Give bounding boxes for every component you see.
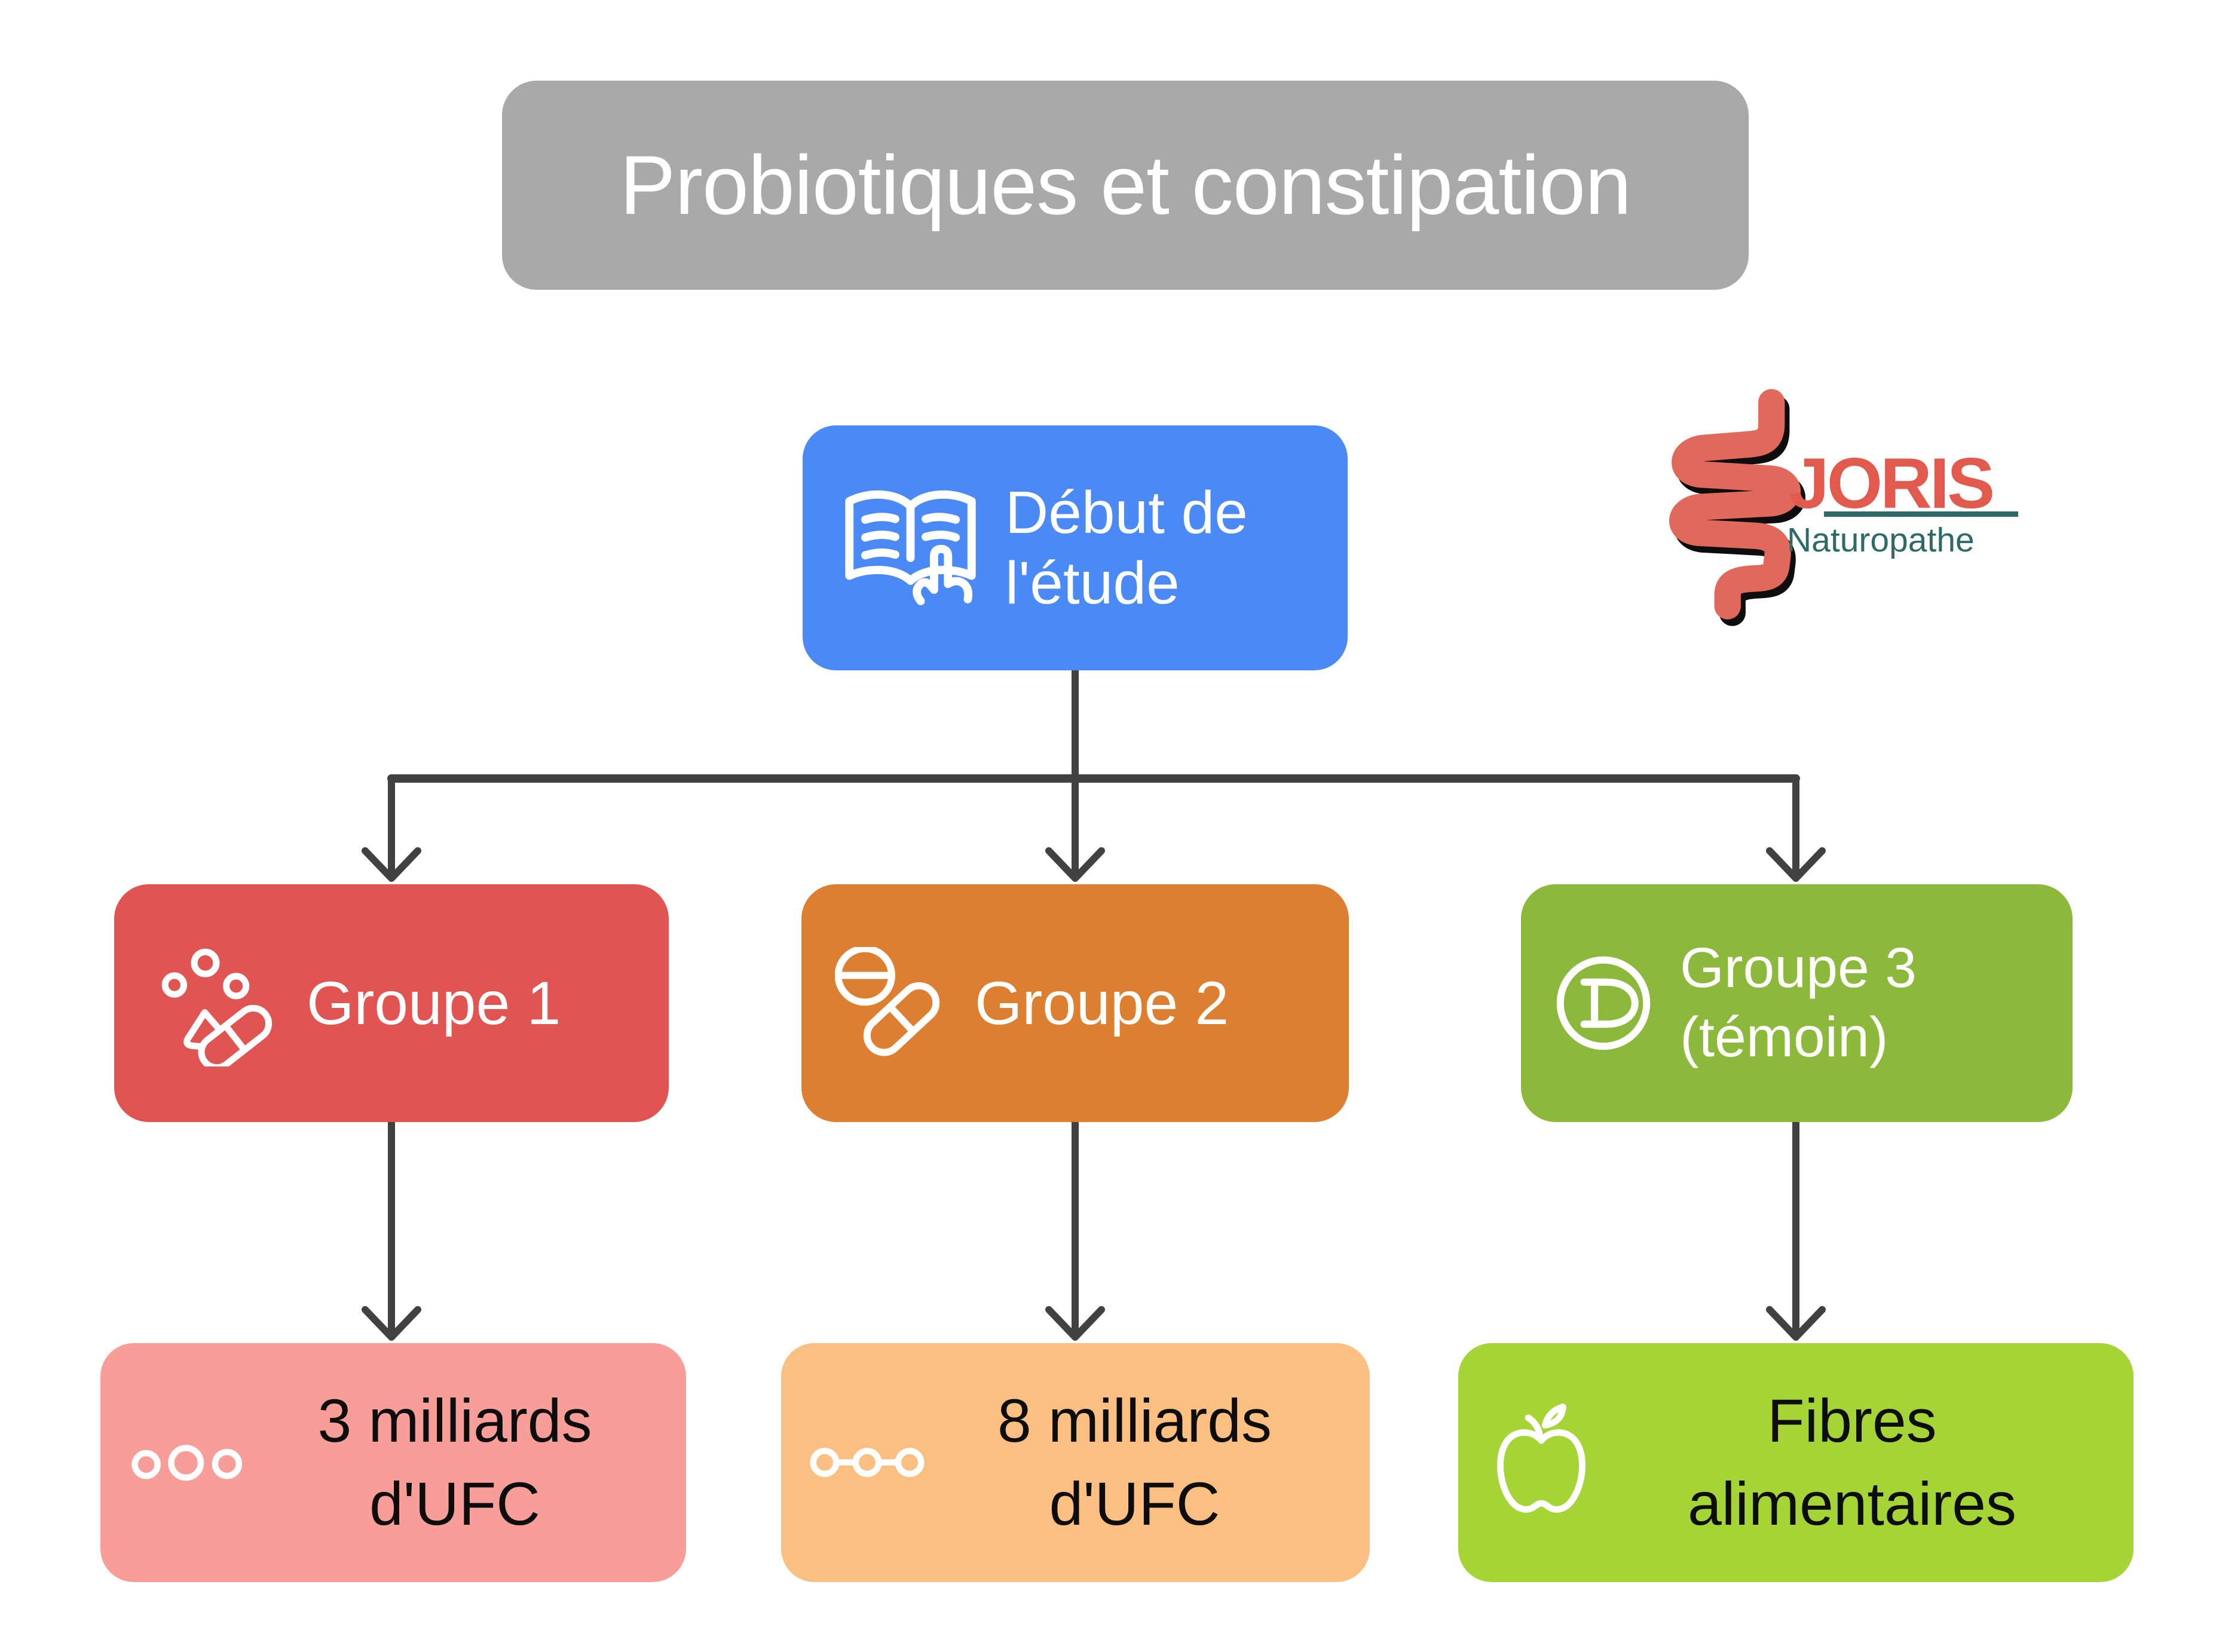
brand-underline	[1824, 511, 2018, 517]
arrowhead-icon	[1766, 1306, 1826, 1341]
group-1-label: Groupe 1	[307, 968, 561, 1037]
study-start-line1: Début de	[1005, 479, 1248, 546]
letter-d-badge-icon	[1556, 956, 1651, 1050]
outcome-3-label: Fibres alimentaires	[1596, 1380, 2108, 1545]
intestine-logo-icon	[1669, 389, 1805, 626]
arrowhead-icon	[1045, 1306, 1105, 1341]
arrowhead-icon	[362, 847, 421, 882]
group-1-box: Groupe 1	[114, 884, 669, 1122]
outcome-2-line2: d'UFC	[1049, 1470, 1220, 1538]
outcome-1-box: 3 milliards d'UFC	[100, 1343, 686, 1582]
page-title: Probiotiques et constipation	[620, 138, 1632, 232]
connector-group	[362, 667, 1826, 1341]
outcome-2-line1: 8 milliards	[997, 1387, 1272, 1455]
arrowhead-icon	[1766, 847, 1826, 882]
group-3-line2: (témoin)	[1680, 1006, 1889, 1069]
outcome-3-box: Fibres alimentaires	[1458, 1343, 2134, 1582]
study-start-box: Début de l'étude	[803, 425, 1348, 670]
brand-tagline: Naturopathe	[1787, 521, 1975, 559]
brand-name: JORIS	[1789, 443, 1995, 523]
outcome-2-box: 8 milliards d'UFC	[781, 1343, 1370, 1582]
arrowhead-icon	[362, 1306, 421, 1341]
arrowhead-icon	[1045, 847, 1105, 882]
pills-icon	[835, 947, 940, 1056]
title-banner: Probiotiques et constipation	[502, 81, 1749, 290]
outcome-1-label: 3 milliards d'UFC	[249, 1380, 661, 1545]
three-dots-icon	[131, 1445, 243, 1481]
probiotics-icon	[161, 948, 273, 1066]
group-3-line1: Groupe 3	[1680, 936, 1917, 1000]
outcome-1-line2: d'UFC	[369, 1470, 540, 1538]
brand-logo: JORIS Naturopathe	[1654, 382, 2037, 651]
outcome-2-label: 8 milliards d'UFC	[925, 1380, 1345, 1545]
outcome-3-line2: alimentaires	[1688, 1470, 2016, 1538]
group-3-label: Groupe 3 (témoin)	[1680, 934, 1917, 1072]
outcome-1-line1: 3 milliards	[317, 1387, 592, 1455]
outcome-3-line1: Fibres	[1767, 1387, 1937, 1455]
group-2-label: Groupe 2	[975, 968, 1229, 1037]
linked-dots-icon	[810, 1448, 925, 1478]
study-start-line2: l'étude	[1005, 550, 1180, 617]
group-3-box: Groupe 3 (témoin)	[1521, 884, 2073, 1122]
group-2-box: Groupe 2	[801, 884, 1349, 1122]
study-start-label: Début de l'étude	[1005, 477, 1248, 618]
open-book-icon	[845, 490, 976, 605]
apple-icon	[1497, 1403, 1586, 1513]
